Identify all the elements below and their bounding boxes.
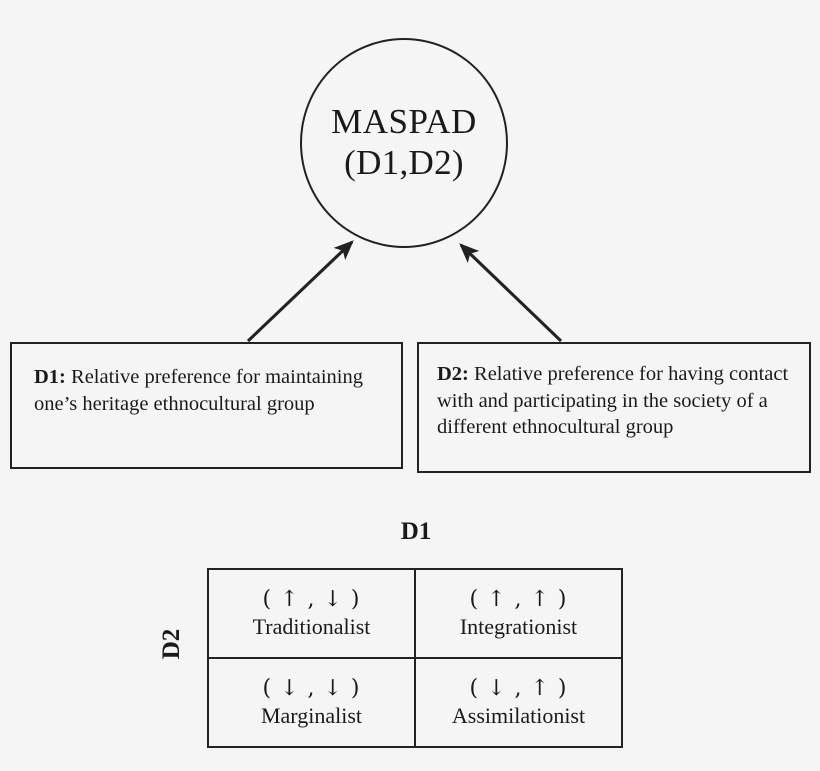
- table-row: ( ↓ , ↓ ) Marginalist ( ↓ , ↑ ) Assimila…: [207, 657, 623, 748]
- dimension-d1-key: D1:: [34, 366, 66, 388]
- matrix-cell-integrationist: ( ↑ , ↑ ) Integrationist: [414, 568, 623, 659]
- matrix-cell-label: Assimilationist: [451, 702, 586, 728]
- table-row: ( ↑ , ↓ ) Traditionalist ( ↑ , ↑ ) Integ…: [207, 568, 623, 659]
- matrix-cell-assimilationist: ( ↓ , ↑ ) Assimilationist: [414, 657, 623, 748]
- dimension-box-d2: D2: Relative preference for having conta…: [417, 342, 811, 473]
- matrix-cell-marginalist: ( ↓ , ↓ ) Marginalist: [207, 657, 416, 748]
- acculturation-matrix: ( ↑ , ↓ ) Traditionalist ( ↑ , ↑ ) Integ…: [207, 568, 623, 748]
- arrow-d1-to-maspad: [246, 240, 354, 343]
- matrix-cell-traditionalist: ( ↑ , ↓ ) Traditionalist: [207, 568, 416, 659]
- dimension-d1-text: D1: Relative preference for maintaining …: [34, 364, 383, 417]
- matrix-axis-label-d2: D2: [158, 628, 185, 660]
- matrix-cell-arrows: ( ↑ , ↓ ): [262, 586, 361, 612]
- matrix-cell-label: Marginalist: [260, 702, 363, 728]
- dimension-box-d1: D1: Relative preference for maintaining …: [10, 342, 403, 469]
- matrix-cell-arrows: ( ↓ , ↓ ): [262, 675, 361, 701]
- matrix-cell-label: Traditionalist: [252, 613, 371, 639]
- arrow-d2-to-maspad: [459, 243, 563, 343]
- matrix-axis-label-d1: D1: [400, 518, 432, 545]
- maspad-dimensions: (D1,D2): [344, 143, 464, 182]
- matrix-table: ( ↑ , ↓ ) Traditionalist ( ↑ , ↑ ) Integ…: [207, 568, 623, 748]
- dimension-d2-description: Relative preference for having contact w…: [437, 363, 789, 439]
- dimension-d2-key: D2:: [437, 363, 469, 385]
- dimension-d1-description: Relative preference for maintaining one’…: [34, 366, 364, 415]
- matrix-cell-arrows: ( ↑ , ↑ ): [469, 586, 568, 612]
- maspad-title: MASPAD: [331, 102, 477, 142]
- matrix-cell-label: Integrationist: [459, 613, 578, 639]
- maspad-circle-node: MASPAD (D1,D2): [300, 38, 508, 248]
- matrix-cell-arrows: ( ↓ , ↑ ): [469, 675, 568, 701]
- dimension-d2-text: D2: Relative preference for having conta…: [437, 361, 795, 441]
